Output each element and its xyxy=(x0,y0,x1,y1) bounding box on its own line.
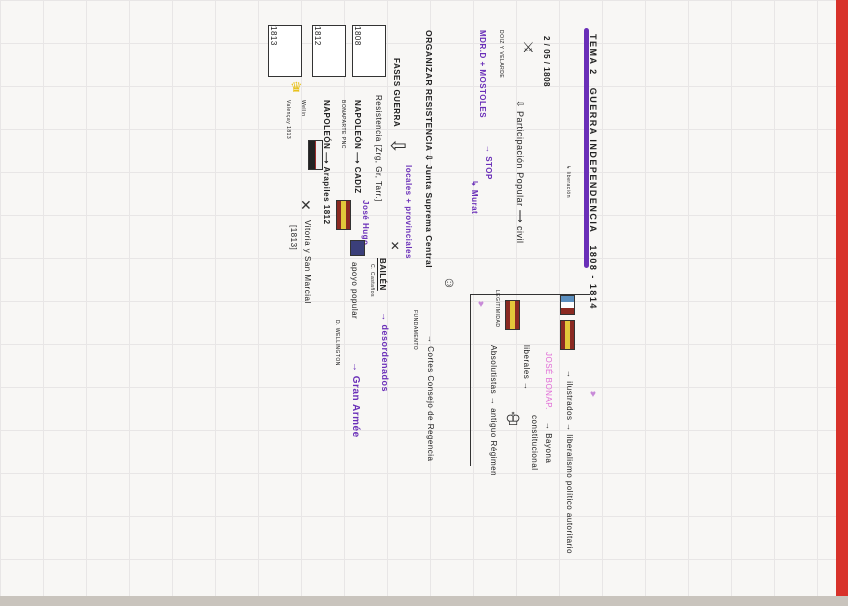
crown-drawing-icon: ♔ xyxy=(505,409,522,429)
local-juntas: locales + provinciales xyxy=(404,165,413,259)
vitoria: Vitoria y San Marcial xyxy=(303,220,312,304)
arrow-left-icon: ⇦ xyxy=(390,135,407,157)
calendar-1812: 1812 xyxy=(312,25,346,77)
organize-resistance: ORGANIZAR RESISTENCIA ⇩ Junta Suprema Ce… xyxy=(424,30,434,269)
wellington: D. WELLINGTON xyxy=(334,320,340,366)
red-folder-edge xyxy=(836,0,848,606)
divider-vertical xyxy=(470,294,471,466)
madrid-mostoles: MDR.D + MOSTOLES xyxy=(478,30,487,119)
ilustrados: → ilustrados → liberalismo político auto… xyxy=(565,370,574,555)
doiz-velarde: DOIZ Y VELARDE xyxy=(498,30,504,79)
uk-flag xyxy=(350,240,365,256)
date: 2 / 05 / 1808 xyxy=(542,36,551,87)
jose-bonaparte: JOSÉ BONAP. xyxy=(544,352,553,410)
crown-icon: ♛ xyxy=(290,79,303,95)
murat: ↳ Murat xyxy=(470,180,479,215)
spain-flag-2 xyxy=(560,320,575,350)
divider-top xyxy=(470,294,590,295)
calendar-year: 1808 xyxy=(353,26,362,46)
bailen-note: José Hugo xyxy=(361,200,370,246)
france-flag xyxy=(560,295,575,315)
crossed-swords-icon-2: ✕ xyxy=(300,197,312,213)
table-edge xyxy=(0,596,848,606)
popular-support: apoyo popular xyxy=(350,262,359,320)
heart-icon: ♥ xyxy=(478,299,484,310)
calendar-year: 1812 xyxy=(313,26,322,46)
dark-flag xyxy=(308,140,323,170)
fundamento: FUNDAMENTO xyxy=(412,310,418,351)
absolutistas: Absolutistas → antiguo Régimen xyxy=(489,345,498,477)
cortes: → Cortes Consejo de Regencia xyxy=(426,335,435,462)
valencay: Valençay 1813 xyxy=(285,100,291,140)
calendar-year: 1813 xyxy=(269,26,278,46)
title: TEMA 2 GUERRA INDEPENDENCIA 1808 - 1814 xyxy=(588,34,598,310)
napoleon-arapiles: NAPOLEÓN ⟶ Arapiles 1812 xyxy=(322,100,331,225)
grande-armee: → Gran Armée xyxy=(350,362,361,438)
calendar-1808: 1808 xyxy=(352,25,386,77)
stop: → STOP xyxy=(484,145,493,180)
legitimidad: LEGITIMIDAD xyxy=(494,290,500,328)
napoleon-cadiz: NAPOLEÓN ⟶ CADIZ xyxy=(353,100,362,194)
spain-flag-3 xyxy=(505,300,520,330)
wellin: Wellin xyxy=(300,100,306,117)
heart-icon-2: ♥ xyxy=(590,389,596,400)
bayona: → Bayona xyxy=(544,422,553,464)
liberales: liberales → xyxy=(522,345,531,391)
vitoria-year: [1813] xyxy=(289,225,298,251)
bailen: BAILÉN xyxy=(378,258,387,291)
calendar-1813: 1813 xyxy=(268,25,302,77)
participation: ⇩ Participación Popular ⟶ civil xyxy=(515,100,525,244)
soldiers-drawing-icon: ⚔ xyxy=(522,39,535,55)
bonaparte: BONAPARTE PNC xyxy=(340,100,346,149)
notebook-page xyxy=(0,0,836,596)
topic-label: TEMA 2 xyxy=(588,34,598,76)
spain-flag xyxy=(336,200,351,230)
crossed-swords-icon: ✕ xyxy=(390,239,401,253)
liberation: ↳ liberación xyxy=(565,165,571,198)
disordered: → desordenados xyxy=(380,312,390,393)
topic-years: 1808 - 1814 xyxy=(588,245,598,310)
title-underline xyxy=(584,28,589,268)
constitucional: constitucional xyxy=(530,415,539,471)
castanos: C. Castaños xyxy=(369,264,375,298)
resistance: Resistencia [Zrg, Gr, Tarr.] xyxy=(374,95,383,202)
war-phases: FASES GUERRA xyxy=(392,58,401,128)
topic-name: GUERRA INDEPENDENCIA xyxy=(588,87,598,234)
person-drawing-icon: ☺ xyxy=(442,274,457,290)
